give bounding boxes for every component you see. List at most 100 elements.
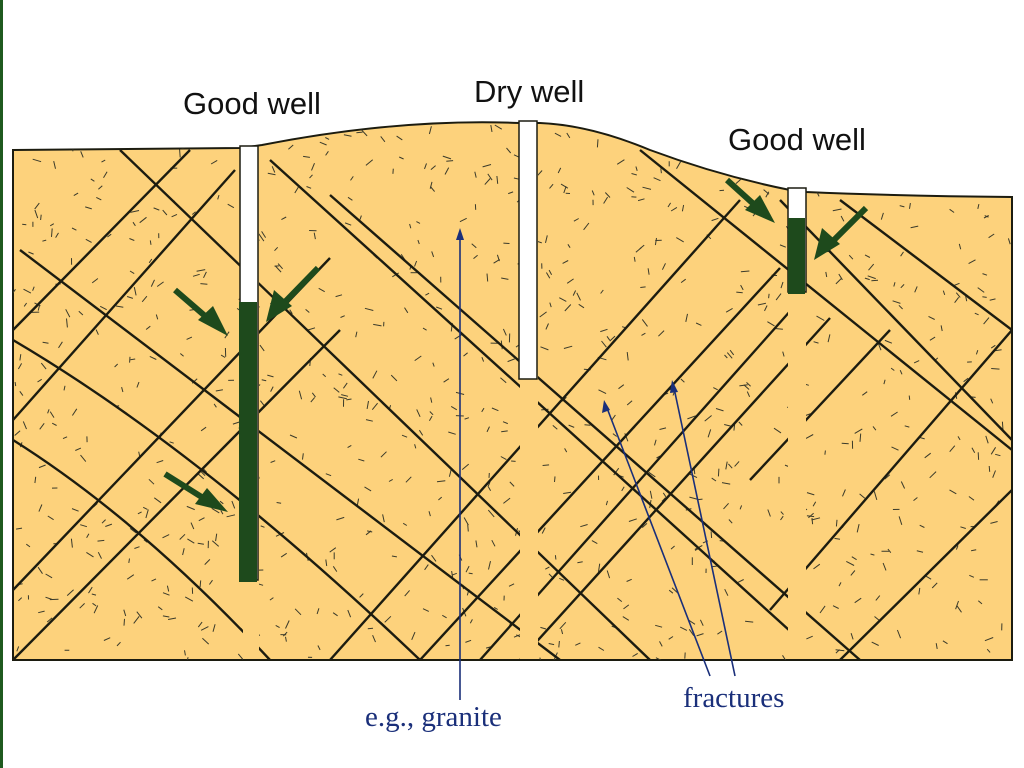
rock-speckle [735,178,743,184]
rock-speckle [654,439,657,446]
rock-speckle [200,626,209,631]
rock-speckle [957,132,961,140]
rock-speckle [893,145,898,150]
rock-speckle [813,563,821,570]
rock-speckle [562,260,569,264]
rock-speckle [63,385,66,391]
rock-speckle [850,570,856,576]
rock-speckle [446,160,454,162]
rock-speckle [430,165,436,170]
fracture-line [749,329,891,481]
rock-speckle [53,160,56,169]
rock-speckle [443,378,450,383]
rock-speckle [606,336,611,341]
rock-speckle [554,132,562,137]
rock-speckle [232,421,240,425]
rock-speckle [115,305,124,308]
rock-speckle [757,302,767,306]
rock-speckle [38,464,46,469]
rock-speckle [782,655,787,660]
rock-speckle [841,442,849,445]
rock-speckle [542,464,550,466]
rock-speckle [502,328,507,336]
rock-speckle [38,610,45,614]
rock-speckle [444,167,450,175]
rock-speckle [689,496,698,500]
rock-speckle [583,222,590,231]
rock-speckle [347,196,353,201]
rock-speckle [474,171,477,178]
rock-speckle [734,461,740,467]
rock-speckle [613,467,620,476]
rock-speckle [956,605,962,613]
rock-speckle [563,491,572,494]
rock-speckle [927,135,931,141]
rock-speckle [612,433,618,437]
rock-speckle [882,562,887,571]
rock-speckle [605,500,608,506]
rock-speckle [79,603,85,609]
rock-speckle [501,430,508,433]
rock-speckle [200,283,208,285]
rock-speckle [101,519,106,524]
fractures-callout-line [606,407,711,677]
rock-speckle [129,238,135,241]
rock-speckle [332,566,338,572]
fracture-line [13,438,271,660]
rock-speckle [978,164,983,168]
rock-speckle [549,302,552,308]
rock-speckle [725,461,728,470]
rock-speckle [609,335,616,342]
rock-speckle [39,422,45,430]
rock-speckle [114,363,119,368]
rock-speckle [28,251,34,255]
rock-speckle [267,172,276,176]
rock-speckle [940,325,943,332]
rock-speckle [153,207,160,211]
rock-speckle [191,211,196,215]
rock-speckle [877,342,882,351]
flow-arrow-icon [163,471,228,512]
rock-speckle [34,209,39,219]
rock-speckle [289,309,293,315]
rock-speckle [184,650,186,656]
rock-speckle [169,441,174,444]
rock-speckle [430,397,433,403]
rock-speckle [567,244,571,248]
rock-speckle [500,377,507,384]
rock-speckle [862,391,868,396]
rock-speckle [136,381,140,388]
rock-speckle [989,298,996,301]
rock-speckle [261,379,267,382]
rock-speckle [746,382,751,387]
rock-speckle [414,444,417,449]
rock-speckle [740,270,750,273]
rock-speckle [572,290,577,296]
rock-speckle [92,602,97,607]
rock-speckle [145,509,149,519]
rock-speckle [974,312,979,316]
rock-speckle [696,633,704,637]
rock-speckle [54,130,61,133]
rock-speckle [103,637,111,641]
rock-speckle [372,370,378,379]
rock-speckle [811,517,814,525]
rock-speckle [391,555,397,558]
rock-speckle [432,362,435,367]
rock-speckle [285,636,287,642]
rock-speckle [62,436,68,440]
rock-speckle [55,232,59,238]
rock-speckle [721,482,731,485]
rock-speckle [591,540,598,545]
rock-speckle [481,407,485,413]
rock-speckle [372,635,376,643]
rock-speckle [816,315,825,321]
rock-speckle [203,468,208,473]
rock-speckle [325,151,329,156]
rock-speckle [557,167,562,174]
rock-speckle [42,341,49,344]
rock-speckle [318,287,325,293]
rock-speckle [622,616,630,621]
rock-speckle [988,465,991,472]
rock-speckle [139,216,147,224]
